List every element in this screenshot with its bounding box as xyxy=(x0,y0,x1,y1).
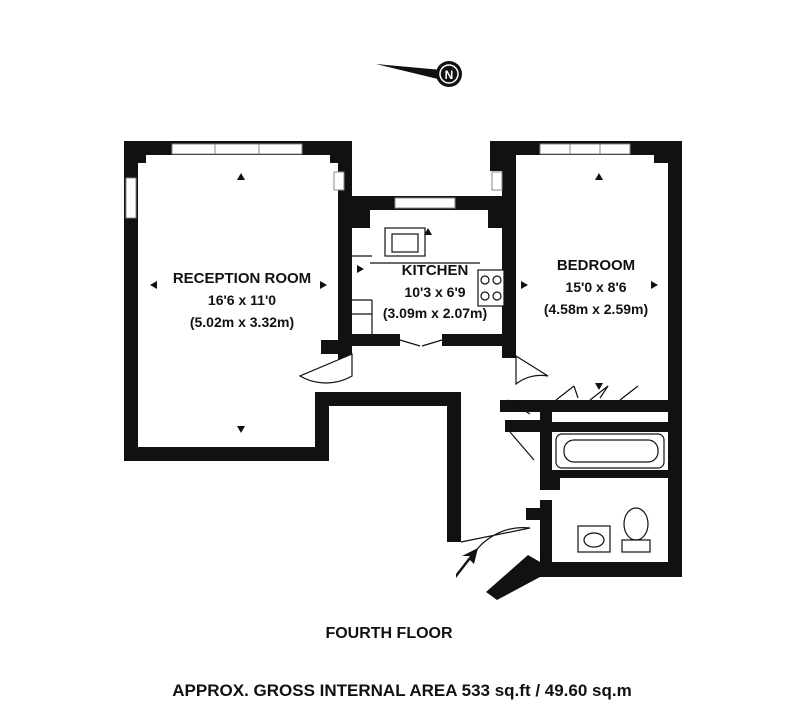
north-arrow-compass-icon: N xyxy=(376,61,462,87)
reception-room-imperial: 16'6 x 11'0 xyxy=(208,292,276,308)
kitchen-imperial: 10'3 x 6'9 xyxy=(404,284,465,300)
bedroom-metric: (4.58m x 2.59m) xyxy=(544,301,648,317)
floor-label: FOURTH FLOOR xyxy=(325,625,453,642)
kitchen-metric: (3.09m x 2.07m) xyxy=(383,305,487,321)
windows xyxy=(125,143,631,219)
gross-area-label: APPROX. GROSS INTERNAL AREA 533 sq.ft / … xyxy=(172,681,631,700)
level-markers xyxy=(150,173,658,433)
walls xyxy=(124,141,682,600)
reception-room-name: RECEPTION ROOM xyxy=(173,270,311,287)
compass-letter: N xyxy=(445,68,454,82)
toilet-icon xyxy=(623,507,649,541)
kitchen-name: KITCHEN xyxy=(402,262,469,279)
fixtures xyxy=(352,227,665,553)
entrance-arrow-icon xyxy=(456,548,478,578)
doors xyxy=(298,339,639,561)
bedroom-name: BEDROOM xyxy=(557,257,635,274)
hob-icon xyxy=(477,269,505,307)
reception-room-metric: (5.02m x 3.32m) xyxy=(190,314,294,330)
bedroom-imperial: 15'0 x 8'6 xyxy=(565,279,626,295)
